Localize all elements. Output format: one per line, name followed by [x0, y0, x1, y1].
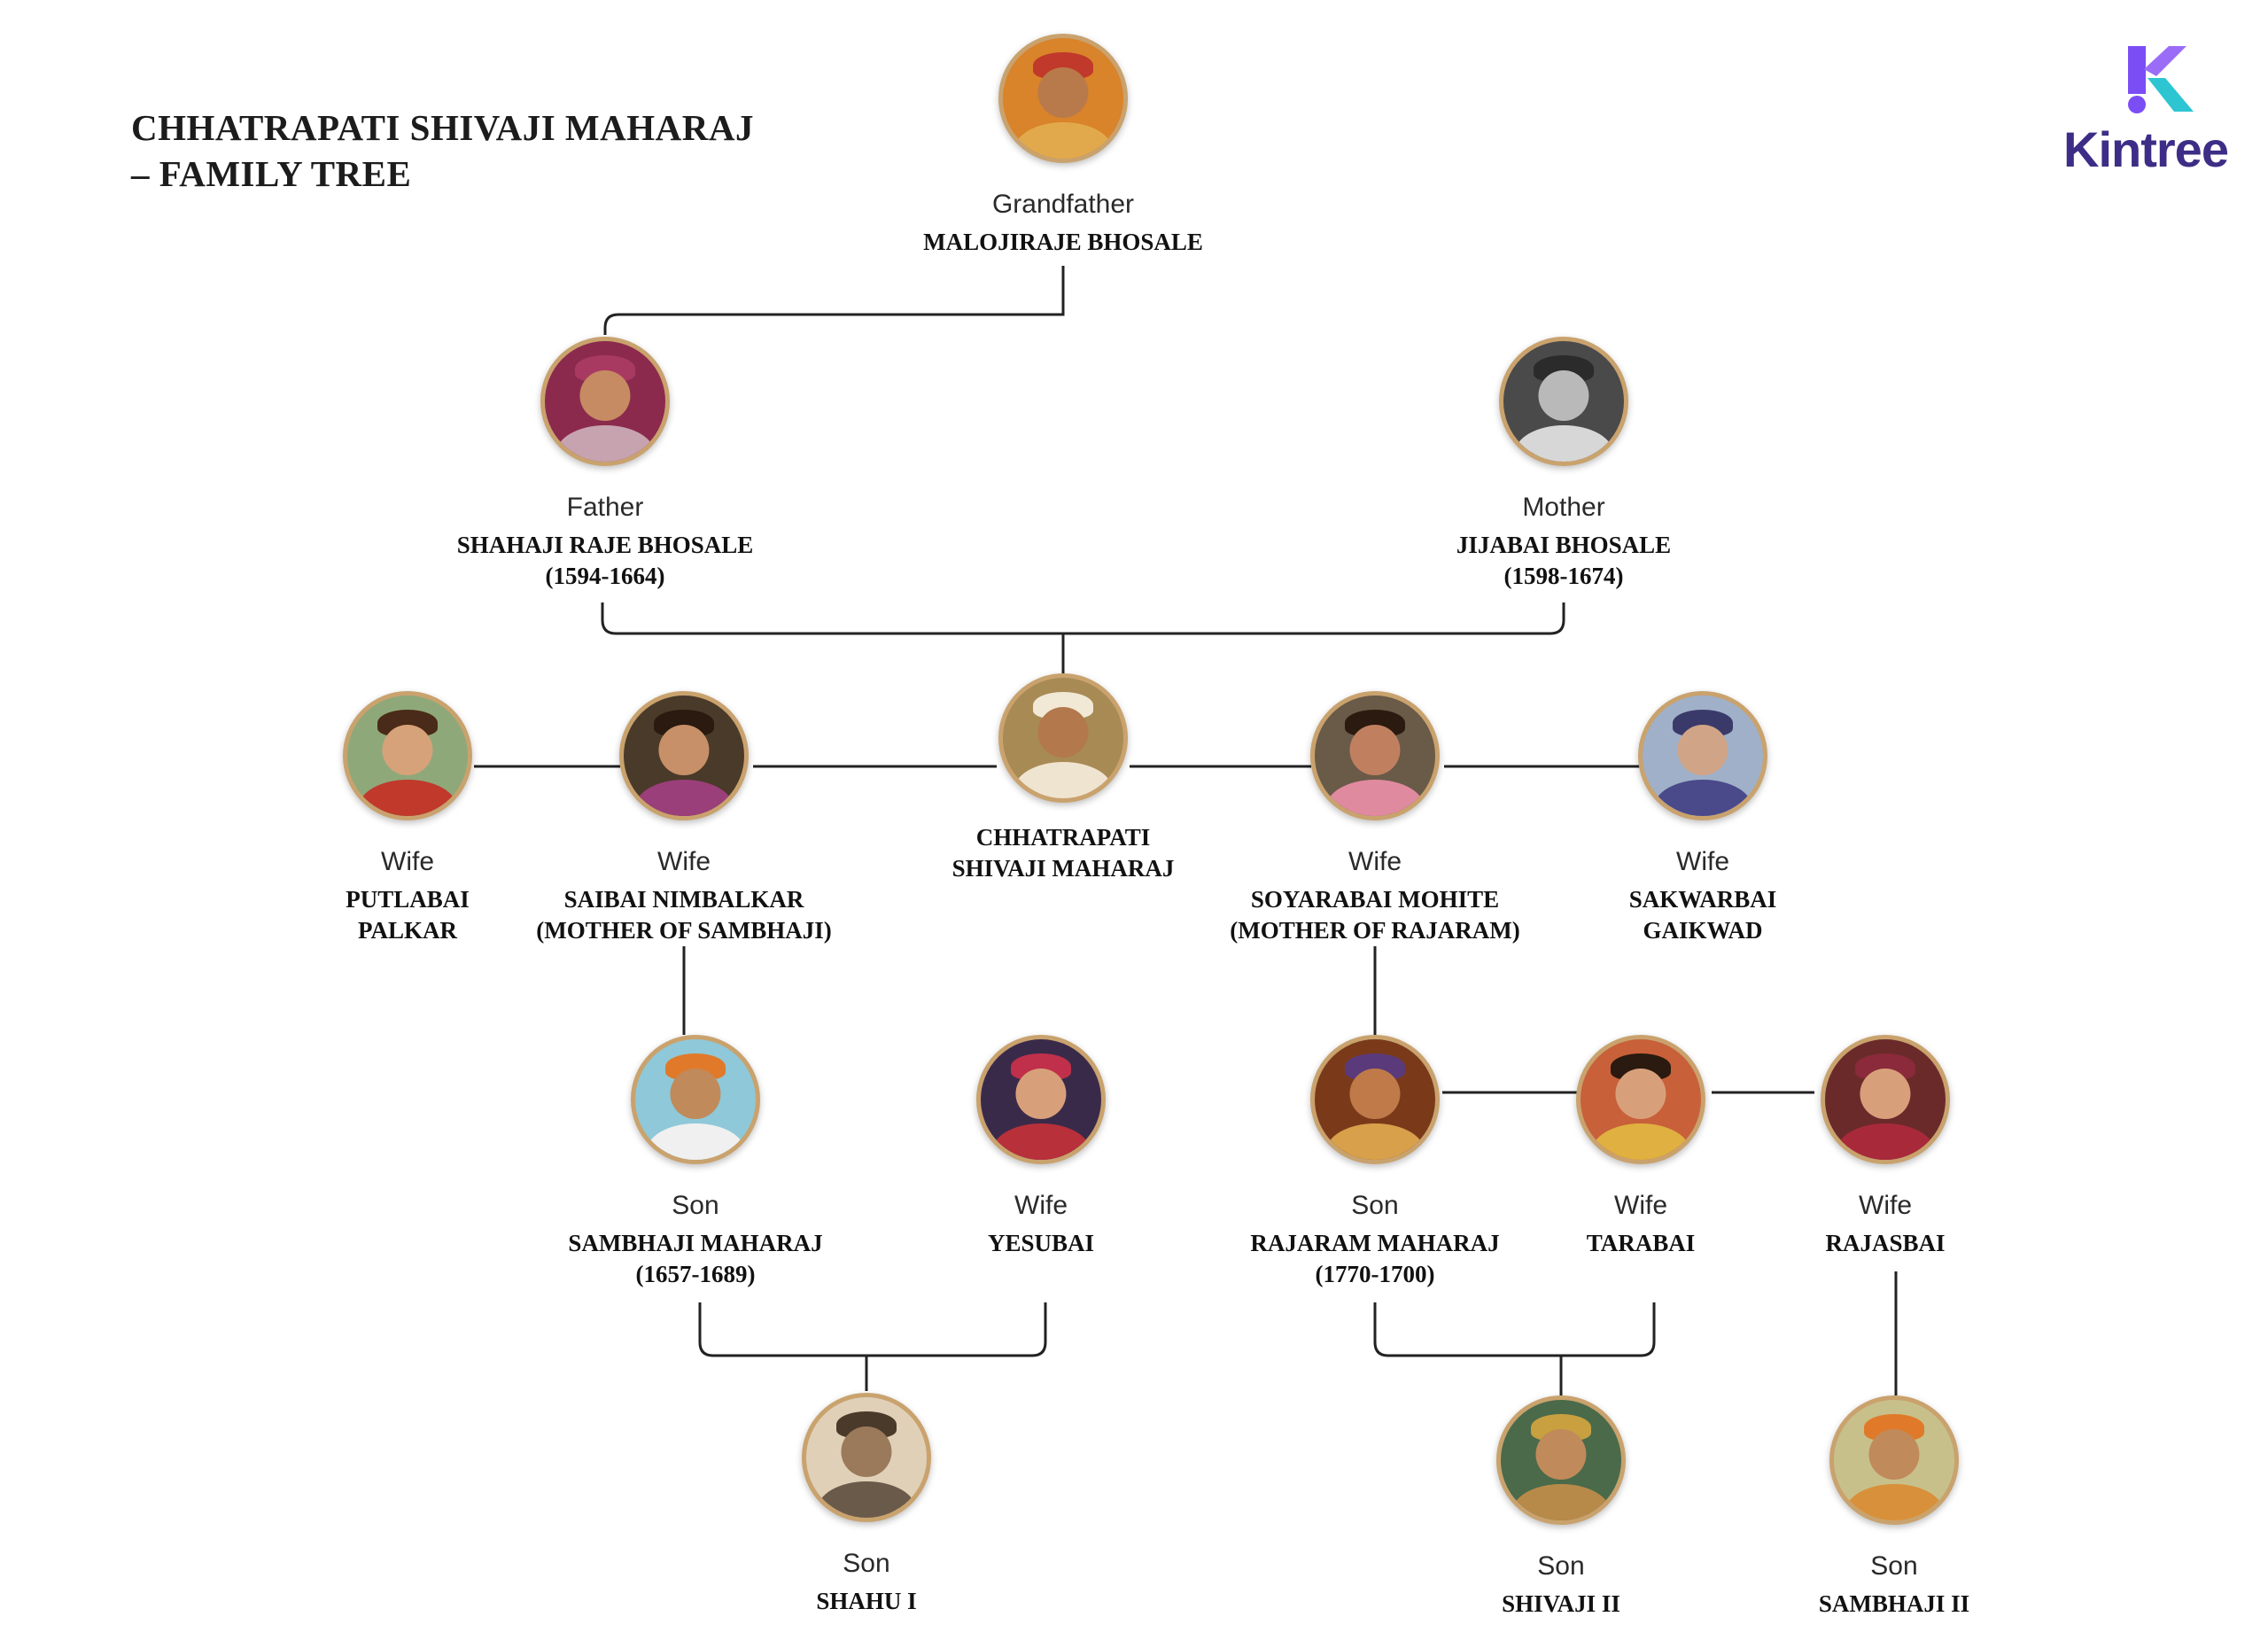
person-role: Wife — [1614, 1191, 1667, 1220]
portrait-icon — [1821, 1035, 1950, 1164]
portrait-icon — [1829, 1395, 1959, 1525]
person-saibai[interactable]: Wife SAIBAI NIMBALKAR (MOTHER OF SAMBHAJ… — [498, 691, 870, 946]
person-role: Grandfather — [991, 190, 1135, 219]
person-name: JIJABAI BHOSALE (1598-1674) — [1456, 532, 1672, 589]
person-role: Wife — [381, 847, 434, 876]
person-name: YESUBAI — [987, 1230, 1095, 1256]
person-father[interactable]: Father SHAHAJI RAJE BHOSALE (1594-1664) — [419, 337, 791, 592]
kintree-logo-icon — [2128, 46, 2194, 113]
connector-sambhaji-yesubai — [698, 1302, 1047, 1357]
person-rajaram[interactable]: Son RAJARAM MAHARAJ (1770-1700) — [1189, 1035, 1561, 1290]
person-name: PUTLABAI PALKAR — [346, 886, 470, 944]
title-line-2: – FAMILY TREE — [131, 153, 412, 194]
connector-rajaram-tarabai-bottom — [1373, 1302, 1656, 1357]
portrait-icon — [998, 673, 1128, 803]
portrait-icon — [802, 1393, 931, 1522]
person-name: MALOJIRAJE BHOSALE — [923, 229, 1203, 255]
person-name: TARABAI — [1586, 1230, 1696, 1256]
portrait-icon — [1576, 1035, 1705, 1164]
kintree-logo-text: Kintree — [2063, 121, 2229, 177]
person-name: RAJASBAI — [1825, 1230, 1946, 1256]
person-name: SHAHU I — [816, 1588, 917, 1614]
portrait-icon — [343, 691, 472, 820]
person-name: SHIVAJI II — [1502, 1590, 1620, 1617]
portrait-icon — [619, 691, 749, 820]
person-name: RAJARAM MAHARAJ (1770-1700) — [1250, 1230, 1500, 1287]
portrait-icon — [1310, 1035, 1440, 1164]
portrait-icon — [1310, 691, 1440, 820]
person-role: Son — [1351, 1191, 1399, 1220]
connector-grandfather-father — [603, 266, 1065, 335]
person-role: Wife — [1014, 1191, 1068, 1220]
person-role: Wife — [657, 847, 711, 876]
person-role: Son — [843, 1549, 890, 1578]
page-title: CHHATRAPATI SHIVAJI MAHARAJ – FAMILY TRE… — [131, 105, 754, 197]
portrait-icon — [540, 337, 670, 466]
portrait-icon — [631, 1035, 760, 1164]
person-name: CHHATRAPATI SHIVAJI MAHARAJ — [951, 824, 1175, 882]
portrait-icon — [1499, 337, 1628, 466]
person-rajasbai[interactable]: Wife RAJASBAI — [1699, 1035, 2071, 1259]
person-sakwarbai[interactable]: Wife SAKWARBAI GAIKWAD — [1517, 691, 1889, 946]
person-role: Wife — [1859, 1191, 1912, 1220]
person-putlabai[interactable]: Wife PUTLABAI PALKAR — [221, 691, 594, 946]
person-name: SHAHAJI RAJE BHOSALE (1594-1664) — [456, 532, 754, 589]
person-shahu[interactable]: Son SHAHU I — [680, 1393, 1052, 1617]
portrait-icon — [998, 34, 1128, 163]
person-tarabai[interactable]: Wife TARABAI — [1455, 1035, 1827, 1259]
person-name: SOYARABAI MOHITE (MOTHER OF RAJARAM) — [1230, 886, 1520, 944]
person-role: Son — [672, 1191, 719, 1220]
title-line-1: CHHATRAPATI SHIVAJI MAHARAJ — [131, 107, 754, 148]
person-shivaji[interactable]: CHHATRAPATI SHIVAJI MAHARAJ — [877, 673, 1249, 884]
connector-parents — [601, 602, 1565, 635]
person-name: SAMBHAJI II — [1818, 1590, 1970, 1617]
portrait-icon — [1638, 691, 1767, 820]
person-grandfather[interactable]: Grandfather MALOJIRAJE BHOSALE — [877, 34, 1249, 258]
portrait-icon — [1496, 1395, 1626, 1525]
person-name: SAIBAI NIMBALKAR (MOTHER OF SAMBHAJI) — [536, 886, 832, 944]
person-role: Son — [1537, 1551, 1585, 1581]
person-name: SAMBHAJI MAHARAJ (1657-1689) — [568, 1230, 823, 1287]
person-role: Wife — [1348, 847, 1402, 876]
person-sambhaji-ii[interactable]: Son SAMBHAJI II — [1708, 1395, 2080, 1620]
person-role: Wife — [1676, 847, 1729, 876]
person-role: Father — [566, 493, 644, 522]
person-name: SAKWARBAI GAIKWAD — [1628, 886, 1777, 944]
person-yesubai[interactable]: Wife YESUBAI — [855, 1035, 1227, 1259]
person-role: Son — [1870, 1551, 1918, 1581]
kintree-logo[interactable]: Kintree — [2057, 43, 2234, 177]
portrait-icon — [976, 1035, 1106, 1164]
person-shivaji-ii[interactable]: Son SHIVAJI II — [1375, 1395, 1747, 1620]
person-mother[interactable]: Mother JIJABAI BHOSALE (1598-1674) — [1378, 337, 1750, 592]
person-sambhaji[interactable]: Son SAMBHAJI MAHARAJ (1657-1689) — [509, 1035, 882, 1290]
person-soyarabai[interactable]: Wife SOYARABAI MOHITE (MOTHER OF RAJARAM… — [1189, 691, 1561, 946]
person-role: Mother — [1522, 493, 1605, 522]
